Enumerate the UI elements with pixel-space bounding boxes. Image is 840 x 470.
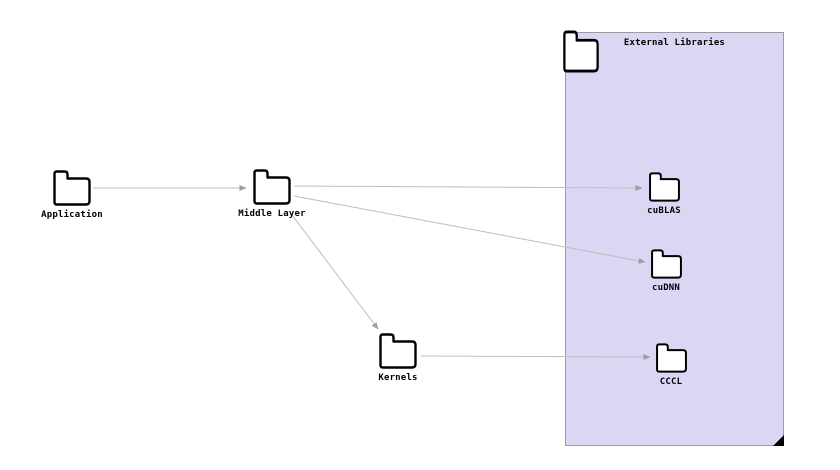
node-cudnn[interactable]: cuDNN [616,248,716,293]
node-cublas[interactable]: cuBLAS [614,171,714,216]
node-cccl[interactable]: CCCL [621,342,721,387]
group-label: External Libraries [623,38,726,48]
folder-icon [655,343,687,373]
node-label: cuBLAS [647,206,681,216]
folder-icon [650,249,682,279]
node-label: cuDNN [651,283,681,293]
node-label: Kernels [378,373,418,383]
node-middle-layer[interactable]: Middle Layer [222,168,322,219]
folder-icon [53,170,91,206]
node-application[interactable]: Application [22,169,122,220]
folder-icon [253,169,291,205]
folder-icon [648,172,680,202]
folder-icon [562,30,600,73]
node-label: Application [41,210,103,220]
edge-middle-layer-to-kernels [288,210,379,330]
corner-fold-icon [773,435,784,446]
node-kernels[interactable]: Kernels [348,332,448,383]
node-label: Middle Layer [238,209,306,219]
node-label: CCCL [659,377,683,387]
folder-icon [379,333,417,369]
